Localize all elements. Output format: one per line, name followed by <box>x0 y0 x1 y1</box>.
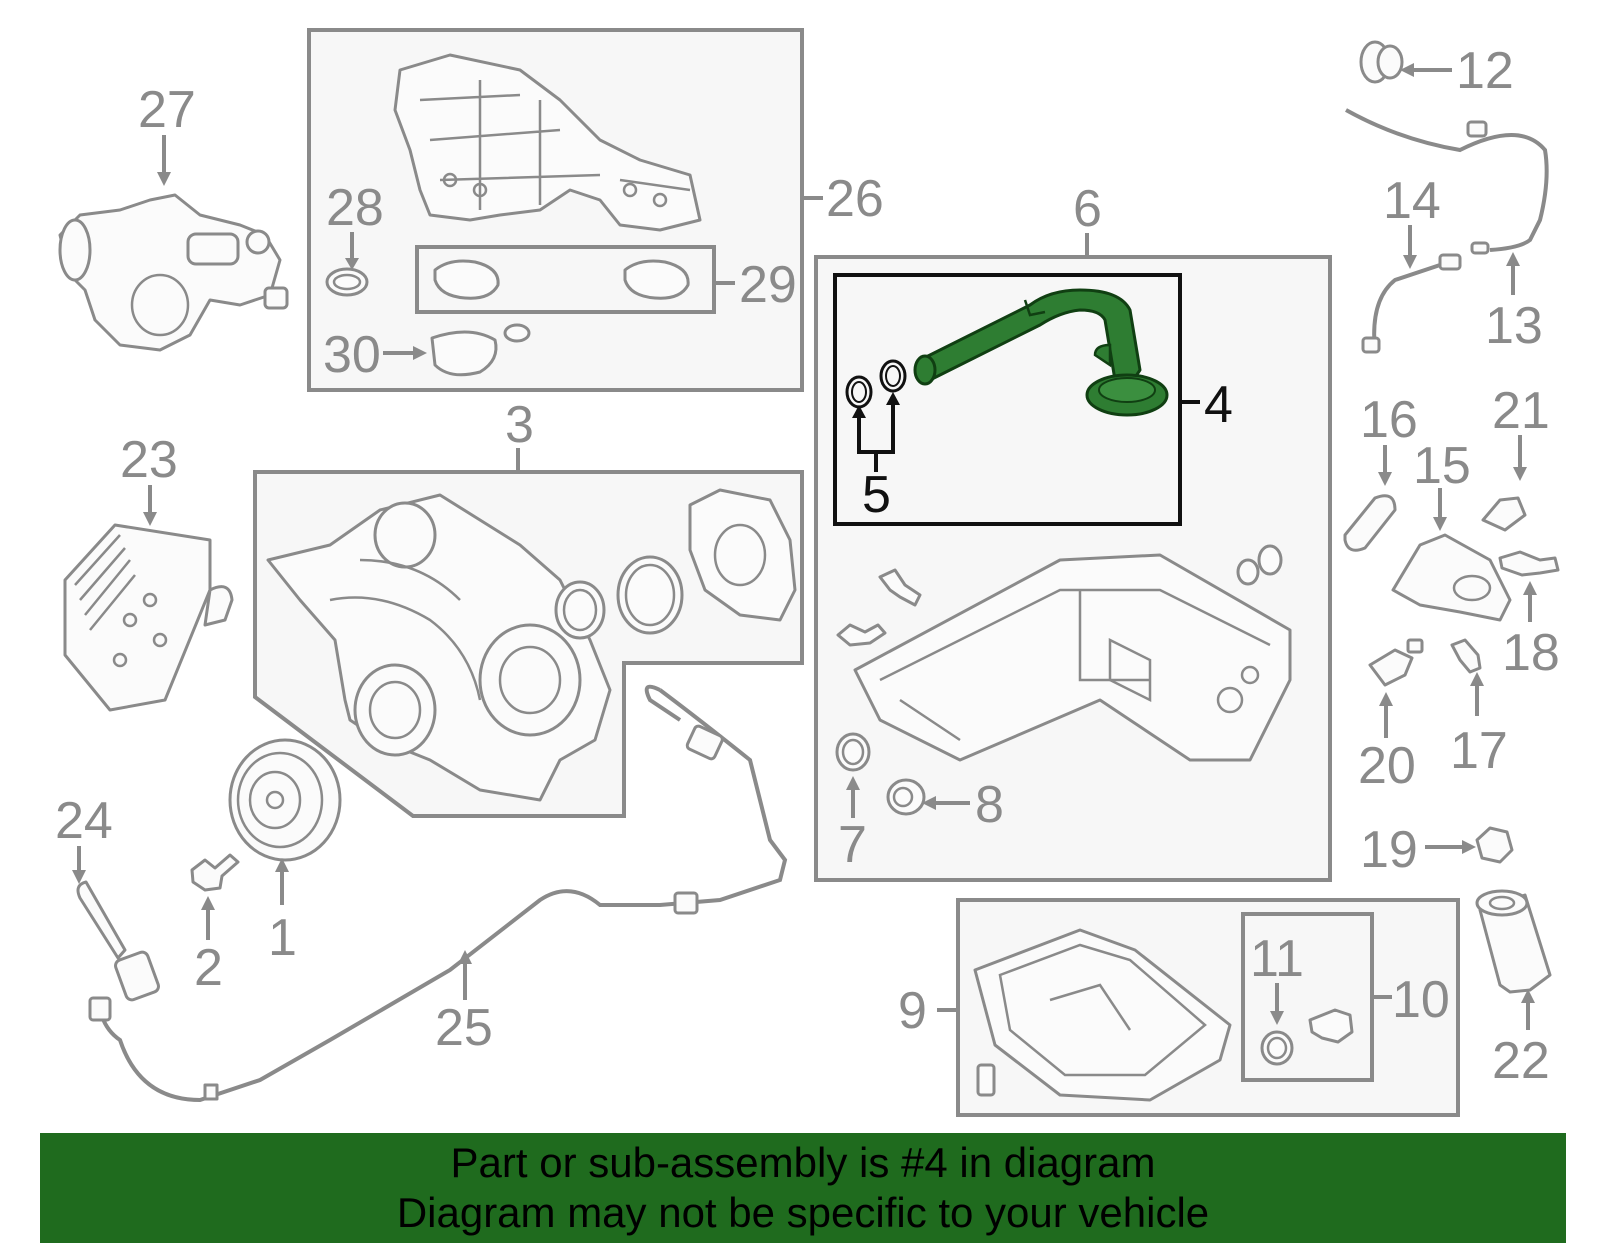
sensor-21[interactable] <box>1481 496 1527 532</box>
callout-16: 16 <box>1360 391 1418 449</box>
callout-23: 23 <box>120 431 178 489</box>
callout-9: 9 <box>898 982 927 1040</box>
seal-ring-part[interactable] <box>554 580 606 640</box>
callout-17: 17 <box>1450 722 1508 780</box>
water-pump-housing-27[interactable] <box>58 193 289 352</box>
callout-1: 1 <box>268 909 297 967</box>
large-seal-ring-part[interactable] <box>616 555 684 635</box>
callout-25: 25 <box>435 999 493 1057</box>
callout-7: 7 <box>838 816 867 874</box>
callout-20: 20 <box>1358 737 1416 795</box>
rear-seal-housing-part[interactable] <box>688 488 797 622</box>
callout-22: 22 <box>1492 1032 1550 1090</box>
oil-filter-22[interactable] <box>1475 889 1552 994</box>
grommet-8[interactable] <box>886 778 926 816</box>
callout-13: 13 <box>1485 297 1543 355</box>
seal-ring-28[interactable] <box>325 267 369 297</box>
drain-bolt-part[interactable] <box>1308 1008 1354 1044</box>
oil-pickup-tube-4[interactable] <box>913 288 1169 417</box>
plug-parts[interactable] <box>836 544 1283 647</box>
drain-plug-part[interactable] <box>976 1063 996 1097</box>
callout-12: 12 <box>1456 42 1514 100</box>
tube-14[interactable] <box>1361 253 1462 354</box>
gasket-box-29 <box>415 245 716 314</box>
washer-11[interactable] <box>1260 1030 1294 1066</box>
callout-8: 8 <box>975 776 1004 834</box>
banner-line-1: Part or sub-assembly is #4 in diagram <box>450 1139 1156 1186</box>
plug-19[interactable] <box>1475 826 1514 864</box>
oil-pan-upper-part[interactable] <box>853 553 1292 762</box>
dipstick-tube-13[interactable] <box>1345 108 1549 255</box>
crankshaft-pulley-1[interactable] <box>228 738 342 862</box>
leader-5 <box>857 403 895 472</box>
callout-27: 27 <box>138 81 196 139</box>
front-timing-cover-part[interactable] <box>266 493 612 802</box>
oil-pan-lower-part[interactable] <box>973 928 1232 1102</box>
fitting-18[interactable] <box>1498 550 1560 577</box>
manifold-gasket-part[interactable] <box>433 259 690 300</box>
info-banner: Part or sub-assembly is #4 in diagram Di… <box>40 1133 1566 1243</box>
gasket-30[interactable] <box>430 323 531 377</box>
gasket-16[interactable] <box>1343 494 1397 552</box>
callout-5: 5 <box>862 466 891 524</box>
intake-manifold-part[interactable] <box>393 53 702 232</box>
housing-15[interactable] <box>1391 533 1512 622</box>
cap-12[interactable] <box>1359 40 1404 84</box>
callout-14: 14 <box>1383 172 1441 230</box>
sensor-20[interactable] <box>1368 638 1424 687</box>
callout-18: 18 <box>1502 624 1560 682</box>
callout-26: 26 <box>826 170 884 228</box>
callout-24: 24 <box>55 792 113 850</box>
callout-3: 3 <box>505 396 534 454</box>
callout-4: 4 <box>1204 376 1233 434</box>
callout-10: 10 <box>1392 971 1450 1029</box>
oil-cooler-23[interactable] <box>63 523 234 712</box>
callout-30: 30 <box>323 326 381 384</box>
callout-21: 21 <box>1492 382 1550 440</box>
group-box-26 <box>307 28 804 392</box>
bolt-2[interactable] <box>190 853 240 892</box>
callout-2: 2 <box>194 939 223 997</box>
callout-15: 15 <box>1413 437 1471 495</box>
wiring-harness-25[interactable] <box>88 684 788 1103</box>
callout-28: 28 <box>326 179 384 237</box>
callout-11: 11 <box>1250 930 1304 988</box>
callout-29: 29 <box>739 256 797 314</box>
callout-6: 6 <box>1073 180 1102 238</box>
plug-7[interactable] <box>835 732 871 772</box>
banner-line-2: Diagram may not be specific to your vehi… <box>396 1189 1210 1236</box>
bolt-17[interactable] <box>1450 638 1482 674</box>
probe-24[interactable] <box>76 880 160 1002</box>
callout-19: 19 <box>1360 821 1418 879</box>
